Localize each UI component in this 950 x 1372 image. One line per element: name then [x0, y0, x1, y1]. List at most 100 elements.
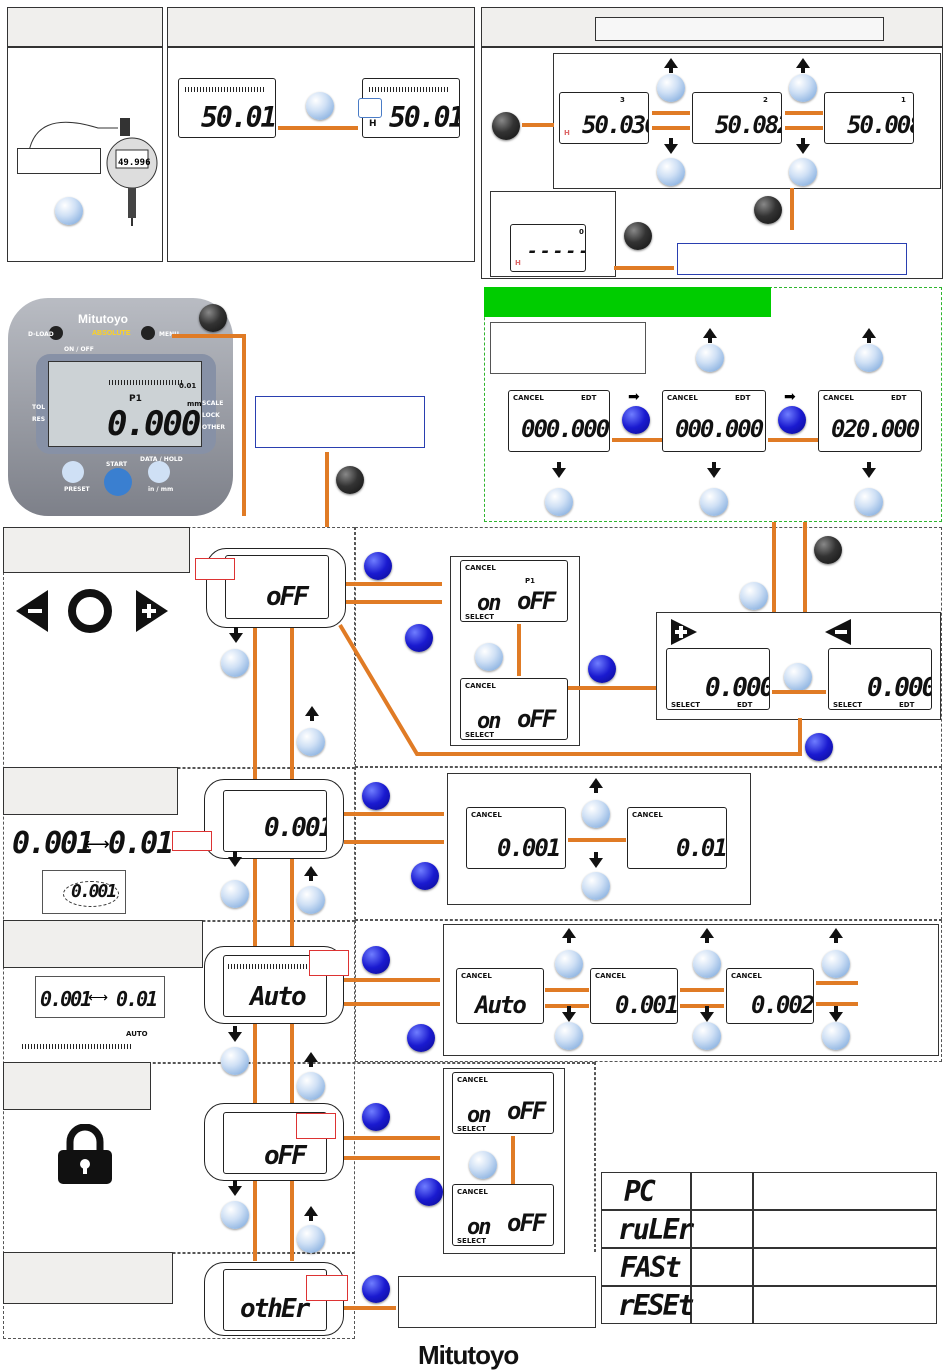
down-arrow-icon [228, 1180, 242, 1196]
step-ball[interactable] [822, 950, 850, 978]
step-ball[interactable] [297, 1225, 325, 1253]
right-arrow-icon: ➡ [784, 388, 796, 404]
step-ball[interactable] [555, 950, 583, 978]
down-arrow-icon [664, 138, 678, 154]
step-ball[interactable] [555, 1022, 583, 1050]
menu-button[interactable] [141, 326, 155, 340]
table-row: FASt [601, 1248, 691, 1286]
display-hold-before: 50.016 [178, 78, 276, 138]
up-arrow-icon [664, 58, 678, 73]
step-ball-blue[interactable] [805, 733, 833, 761]
memory-display-2: 2 50.082 [692, 92, 782, 144]
tol-highlight [195, 558, 235, 580]
step-ball[interactable] [221, 880, 249, 908]
step-ball[interactable] [657, 158, 685, 186]
data-hold-button[interactable] [148, 461, 170, 483]
step-ball[interactable] [582, 872, 610, 900]
step-ball-blue[interactable] [778, 406, 806, 434]
step-ball-blue[interactable] [362, 946, 390, 974]
tol-edit-header [484, 287, 771, 317]
menu-exit-box [255, 396, 425, 448]
step-ball[interactable] [855, 344, 883, 372]
scale-sub-area [355, 920, 942, 1062]
step-ball[interactable] [789, 74, 817, 102]
step-ball[interactable] [696, 344, 724, 372]
step-ball[interactable] [55, 197, 83, 225]
step-ball-blue[interactable] [364, 552, 392, 580]
step-ball-dark[interactable] [624, 222, 652, 250]
step-ball[interactable] [221, 649, 249, 677]
menu-res-display: 0.001 [223, 790, 327, 852]
callout [358, 98, 382, 118]
tol-edit-note-box [490, 322, 646, 374]
device-bezel: 0.01 P1 0.000 mm TOL RES SCALE LOCK OTHE… [32, 354, 225, 454]
step-ball[interactable] [693, 950, 721, 978]
scale-legend-bar: AUTO [22, 1030, 148, 1056]
start-button[interactable] [104, 468, 132, 496]
step-ball-dark[interactable] [199, 304, 227, 332]
lock-header [3, 1062, 151, 1110]
memory-frame [553, 53, 941, 189]
down-arrow-icon [707, 462, 721, 478]
step-ball[interactable] [306, 92, 334, 120]
step-ball-blue[interactable] [588, 655, 616, 683]
display-value: 50.016 [201, 101, 276, 134]
up-arrow-icon [796, 58, 810, 73]
res-legend: 0.001 ⟷ 0.01 [12, 826, 174, 861]
up-arrow-icon [304, 1052, 318, 1067]
up-arrow-icon [562, 928, 576, 943]
step-ball[interactable] [221, 1201, 249, 1229]
step-ball[interactable] [700, 488, 728, 516]
step-ball[interactable] [855, 488, 883, 516]
right-arrow-icon: ➡ [628, 388, 640, 404]
device-reading: 0.000 [107, 404, 201, 444]
step-ball[interactable] [297, 728, 325, 756]
step-ball[interactable] [475, 643, 503, 671]
scale-legend: 0.001 ⟷ 0.01 [35, 976, 165, 1018]
step-ball-blue[interactable] [415, 1178, 443, 1206]
step-ball[interactable] [789, 158, 817, 186]
dload-button[interactable] [49, 326, 63, 340]
step-ball[interactable] [657, 74, 685, 102]
res-legend-box: 0.001 [42, 870, 126, 914]
minus-arrow-icon [825, 619, 851, 645]
up-arrow-icon [304, 866, 318, 881]
step-ball-dark[interactable] [492, 112, 520, 140]
tol-edit-display-1: CANCEL EDT 000.000 [508, 390, 610, 452]
step-ball-dark[interactable] [814, 536, 842, 564]
preset-button[interactable] [62, 461, 84, 483]
tol-symbols [16, 589, 168, 633]
step-ball-dark[interactable] [336, 466, 364, 494]
device-lcd: 0.01 P1 0.000 mm [48, 361, 202, 447]
step-ball-blue[interactable] [622, 406, 650, 434]
svg-text:49.996: 49.996 [118, 158, 151, 168]
scale-highlight [309, 950, 349, 976]
up-arrow-icon [700, 928, 714, 943]
memory-display-3: 3 50.036 H [559, 92, 649, 144]
step-ball-blue[interactable] [407, 1024, 435, 1052]
step-ball[interactable] [297, 886, 325, 914]
step-ball-dark[interactable] [754, 196, 782, 224]
step-ball[interactable] [221, 1047, 249, 1075]
panel-2: 50.016 H 50.016 [167, 47, 475, 262]
step-ball-blue[interactable] [411, 862, 439, 890]
step-ball-blue[interactable] [362, 782, 390, 810]
step-ball[interactable] [469, 1151, 497, 1179]
other-highlight [306, 1275, 348, 1301]
panel-3-title-box [595, 17, 884, 41]
step-ball[interactable] [297, 1072, 325, 1100]
step-ball[interactable] [784, 663, 812, 691]
memory-empty-display: 0 ------ H [510, 224, 586, 272]
res-option-2: CANCEL 0.01 [627, 807, 727, 869]
step-ball-blue[interactable] [362, 1275, 390, 1303]
step-ball[interactable] [822, 1022, 850, 1050]
down-arrow-icon [796, 138, 810, 154]
step-ball-blue[interactable] [362, 1103, 390, 1131]
down-arrow-icon [589, 852, 603, 868]
step-ball[interactable] [740, 582, 768, 610]
step-ball[interactable] [582, 800, 610, 828]
step-ball-blue[interactable] [405, 624, 433, 652]
step-ball[interactable] [545, 488, 573, 516]
tol-sub-area [355, 527, 942, 767]
step-ball[interactable] [693, 1022, 721, 1050]
